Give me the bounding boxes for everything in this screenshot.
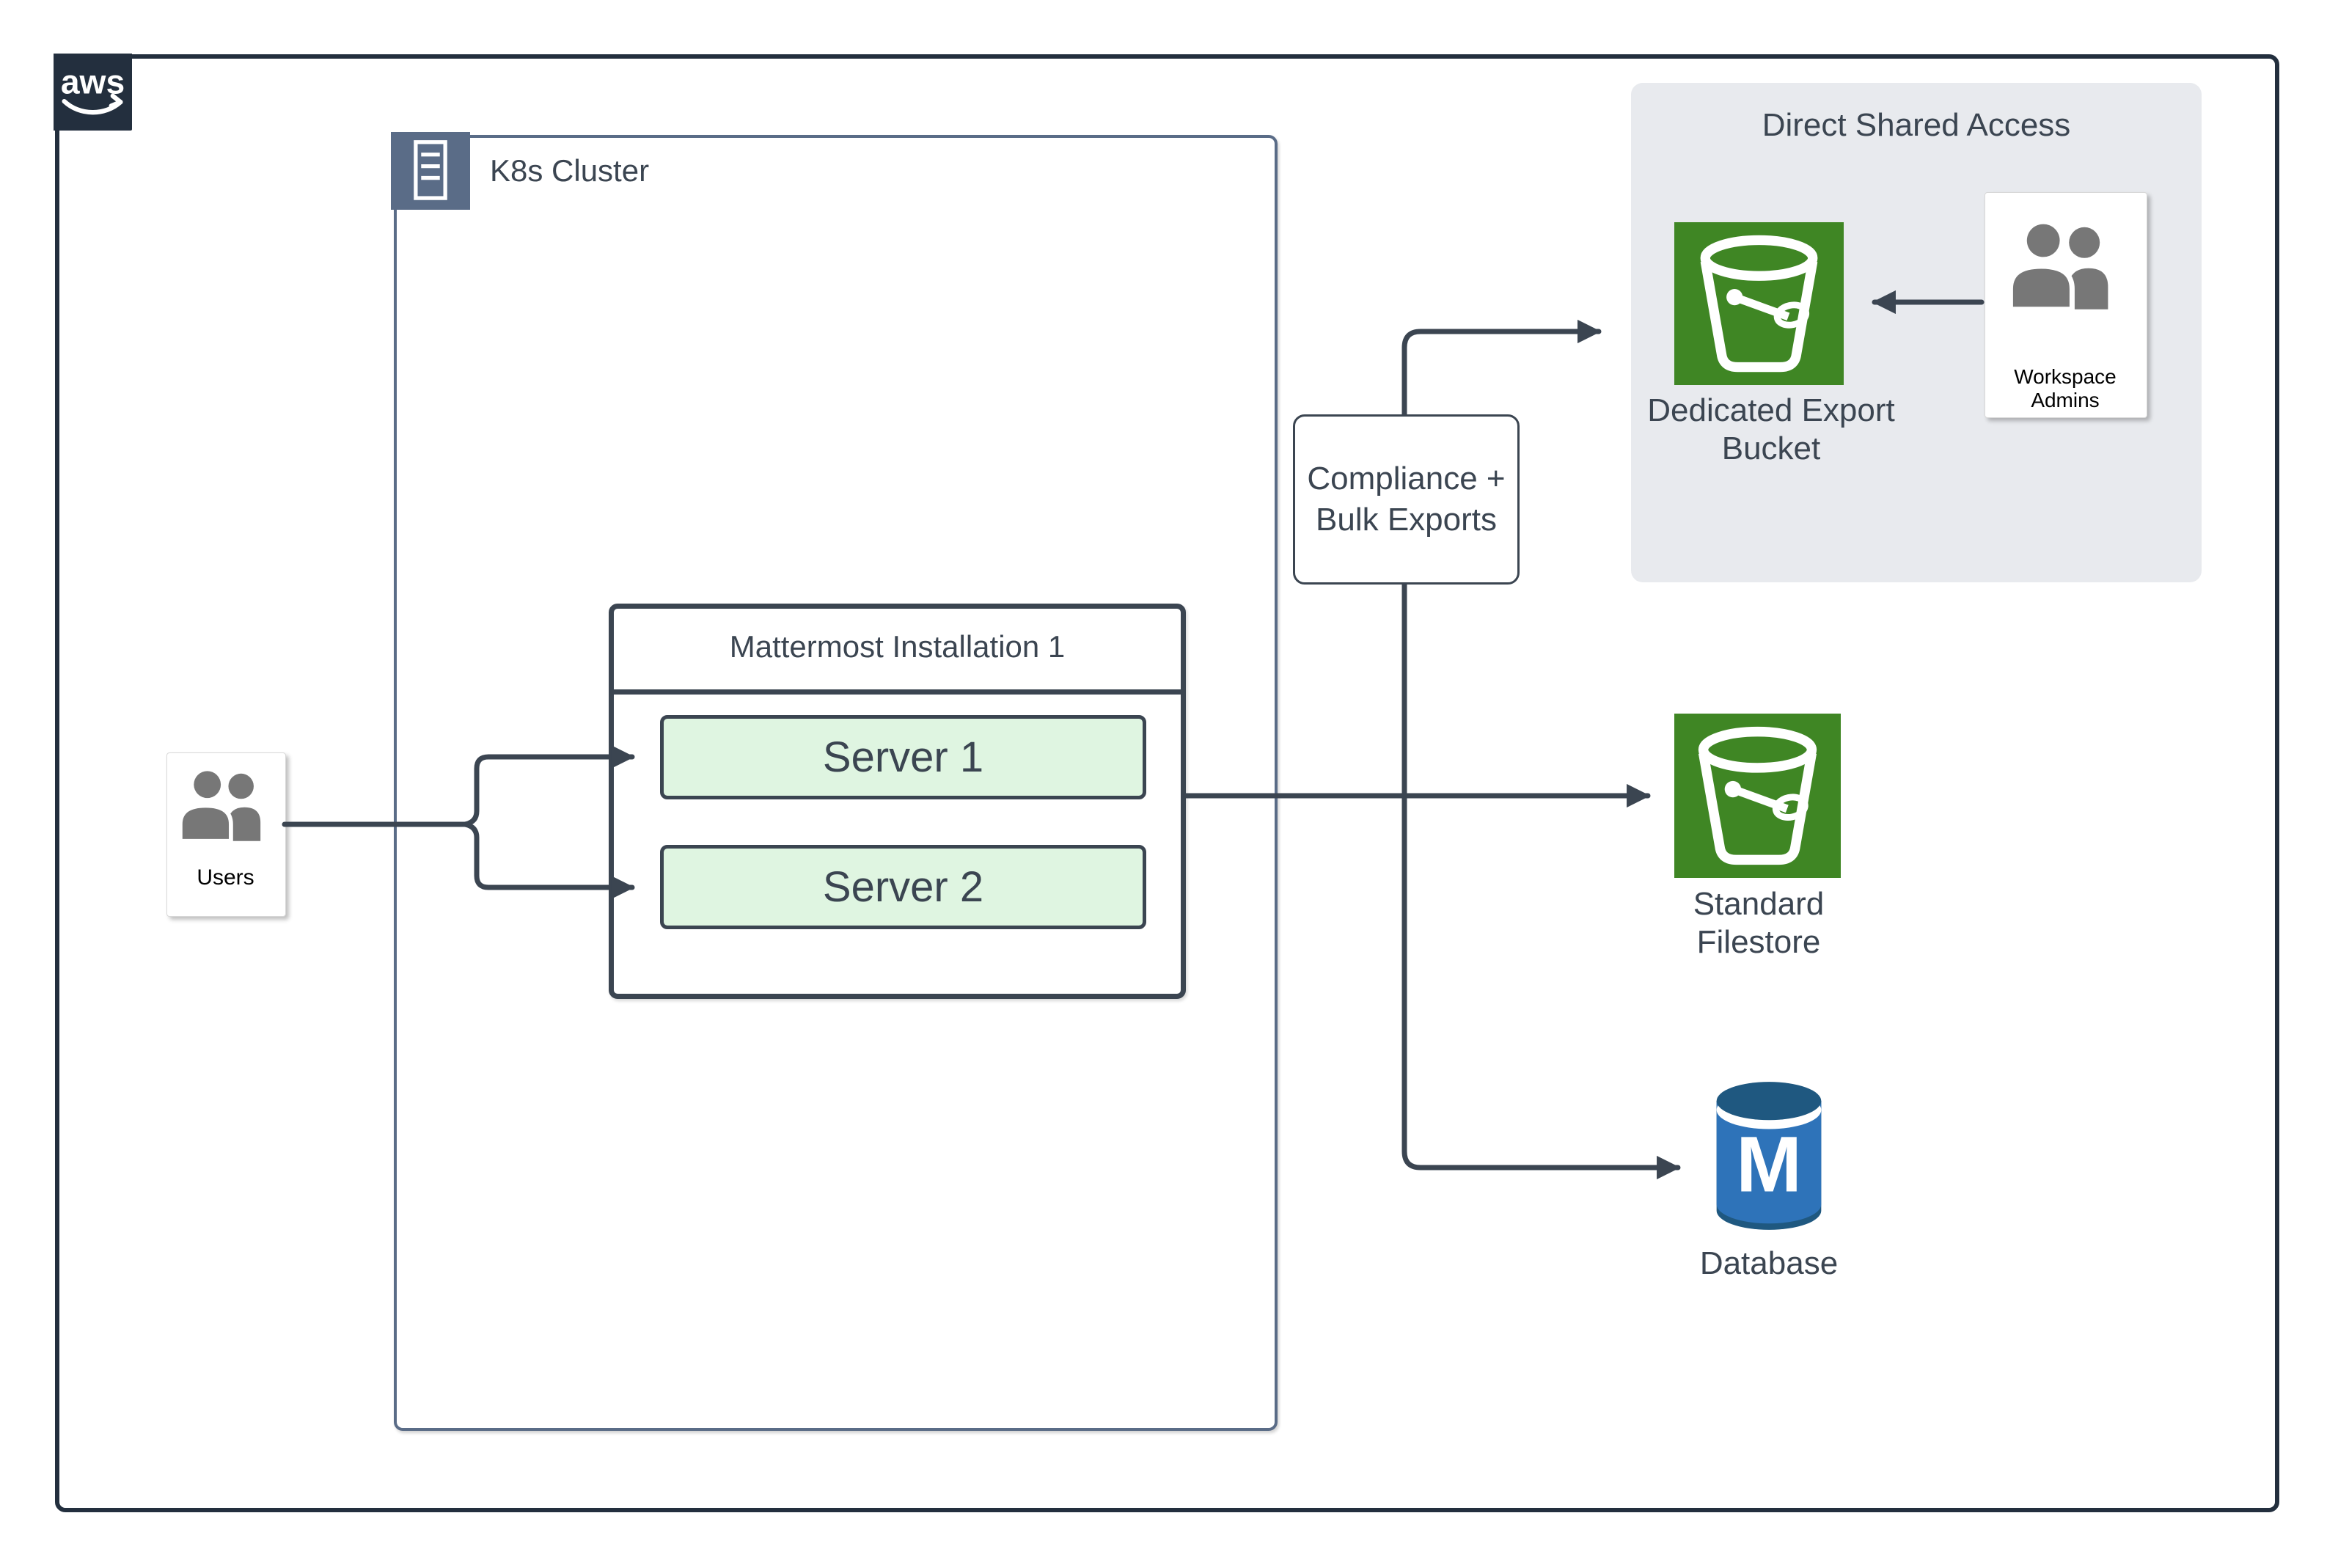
database-cylinder-icon: M	[1716, 1082, 1822, 1230]
workspace-admins-label: Workspace Admins	[2014, 365, 2117, 411]
compliance-bulk-exports-node: Compliance + Bulk Exports	[1293, 414, 1520, 585]
k8s-cluster-box	[394, 135, 1278, 1431]
standard-filestore-node	[1674, 714, 1841, 878]
k8s-cluster-badge	[391, 132, 470, 210]
server-rack-icon	[414, 140, 447, 200]
server-2-node: Server 2	[660, 845, 1146, 929]
direct-shared-access-title: Direct Shared Access	[1762, 107, 2071, 143]
aws-cloud-frame	[55, 54, 2279, 1512]
aws-logo: aws	[54, 54, 132, 131]
mattermost-installation-title: Mattermost Installation 1	[729, 629, 1066, 664]
standard-filestore-label: Standard Filestore	[1693, 886, 1825, 960]
k8s-cluster-label: K8s Cluster	[490, 153, 650, 188]
server-1-node: Server 1	[660, 715, 1146, 799]
s3-bucket-icon	[1700, 235, 1818, 373]
database-monogram: M	[1736, 1120, 1802, 1209]
dedicated-export-bucket-node	[1674, 222, 1844, 385]
aws-logo-icon: aws	[61, 63, 125, 115]
database-label: Database	[1699, 1245, 1839, 1281]
database-node: M	[1705, 1069, 1833, 1242]
users-icon	[178, 771, 261, 843]
workspace-admins-icon	[2007, 224, 2108, 312]
s3-bucket-icon	[1698, 726, 1817, 865]
users-label: Users	[197, 865, 254, 890]
workspace-admins-card	[1985, 192, 2147, 418]
mattermost-header-divider	[611, 689, 1184, 695]
users-card	[166, 752, 286, 917]
dedicated-export-bucket-label: Dedicated Export Bucket	[1647, 392, 1895, 466]
